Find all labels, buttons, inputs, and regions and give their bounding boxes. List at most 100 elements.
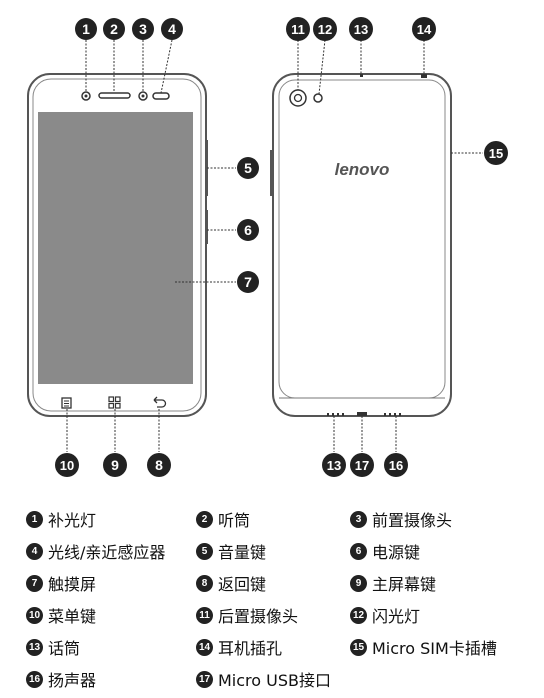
svg-text:16: 16 [389,458,403,473]
legend-label: 返回键 [218,575,267,594]
legend-label: 补光灯 [48,511,97,530]
leader-lines [66,39,483,452]
svg-text:9: 9 [111,457,119,473]
legend-item: 8 返回键 [196,568,266,598]
bottom-speaker-holes [327,413,401,416]
legend-label: Micro USB接口 [218,671,331,690]
phone-diagram: lenovo 1 2 3 4 5 6 7 8 [27,17,508,477]
side-buttons-volume [205,140,208,196]
legend-label: 电源键 [372,543,421,562]
callout-11: 11 [286,17,310,41]
callout-17: 17 [350,453,374,477]
legend-item: 13 话筒 [26,632,80,662]
legend-number: 10 [26,606,43,624]
callout-8: 8 [147,453,171,477]
legend-item: 7 触摸屏 [26,568,96,598]
callout-16: 16 [384,453,408,477]
callout-7: 7 [237,271,259,293]
svg-text:13: 13 [327,458,341,473]
earpiece-icon [98,92,131,99]
legend-label: 耳机插孔 [218,639,283,658]
legend-number: 17 [196,670,213,688]
legend-number: 4 [26,542,43,560]
home-key-icon [108,396,121,409]
back-body-outer [272,73,452,417]
legend-item: 16 扬声器 [26,664,96,694]
svg-text:14: 14 [417,22,432,37]
front-body-inner [32,78,202,412]
legend-item: 4 光线/亲近感应器 [26,536,165,566]
callout-12: 12 [313,17,337,41]
usb-port [357,412,367,416]
legend-label: 光线/亲近感应器 [48,543,166,562]
legend-label: 话筒 [48,639,81,658]
flash-icon [313,93,323,103]
legend-item: 6 电源键 [350,536,420,566]
svg-text:15: 15 [489,146,503,161]
callout-10: 10 [55,453,79,477]
legend-row: 16 扬声器 17 Micro USB接口 [0,664,544,694]
side-buttons-power [205,210,208,244]
svg-text:4: 4 [168,21,176,37]
legend-number: 16 [26,670,43,688]
legend-label: 听筒 [218,511,251,530]
legend-number: 13 [26,638,43,656]
callout-2: 2 [103,18,125,40]
legend-number: 7 [26,574,43,592]
legend-item: 14 耳机插孔 [196,632,282,662]
legend-item: 1 补光灯 [26,504,96,534]
headphone-jack [421,74,427,78]
touch-screen [38,112,193,384]
callout-9: 9 [103,453,127,477]
proximity-sensor-icon [152,92,170,100]
legend-item: 12 闪光灯 [350,600,420,630]
legend-label: 扬声器 [48,671,97,690]
legend-number: 6 [350,542,367,560]
callout-6: 6 [237,219,259,241]
menu-key-icon [61,397,72,409]
legend-label: 菜单键 [48,607,97,626]
callout-4: 4 [161,18,183,40]
callout-3: 3 [132,18,154,40]
legend-number: 11 [196,606,213,624]
callout-13-bottom: 13 [322,453,346,477]
svg-text:1: 1 [82,21,90,37]
callout-1: 1 [75,18,97,40]
svg-text:8: 8 [155,457,163,473]
callout-15: 15 [484,141,508,165]
svg-text:13: 13 [354,22,368,37]
top-mic [360,74,363,77]
svg-text:5: 5 [244,160,252,176]
legend-number: 9 [350,574,367,592]
legend-item: 2 听筒 [196,504,250,534]
legend-number: 12 [350,606,367,624]
back-side-button [270,150,273,196]
svg-text:3: 3 [139,21,147,37]
legend-number: 15 [350,638,367,656]
brand-logo: lenovo [335,160,390,179]
back-key-icon [153,396,167,408]
legend-number: 1 [26,510,43,528]
legend-number: 3 [350,510,367,528]
legend-label: 闪光灯 [372,607,421,626]
callout-14: 14 [412,17,436,41]
legend-number: 8 [196,574,213,592]
legend-item: 17 Micro USB接口 [196,664,331,694]
legend-number: 14 [196,638,213,656]
svg-text:10: 10 [60,458,74,473]
legend-label: 触摸屏 [48,575,97,594]
legend-number: 2 [196,510,213,528]
svg-text:12: 12 [318,22,332,37]
legend-number: 5 [196,542,213,560]
